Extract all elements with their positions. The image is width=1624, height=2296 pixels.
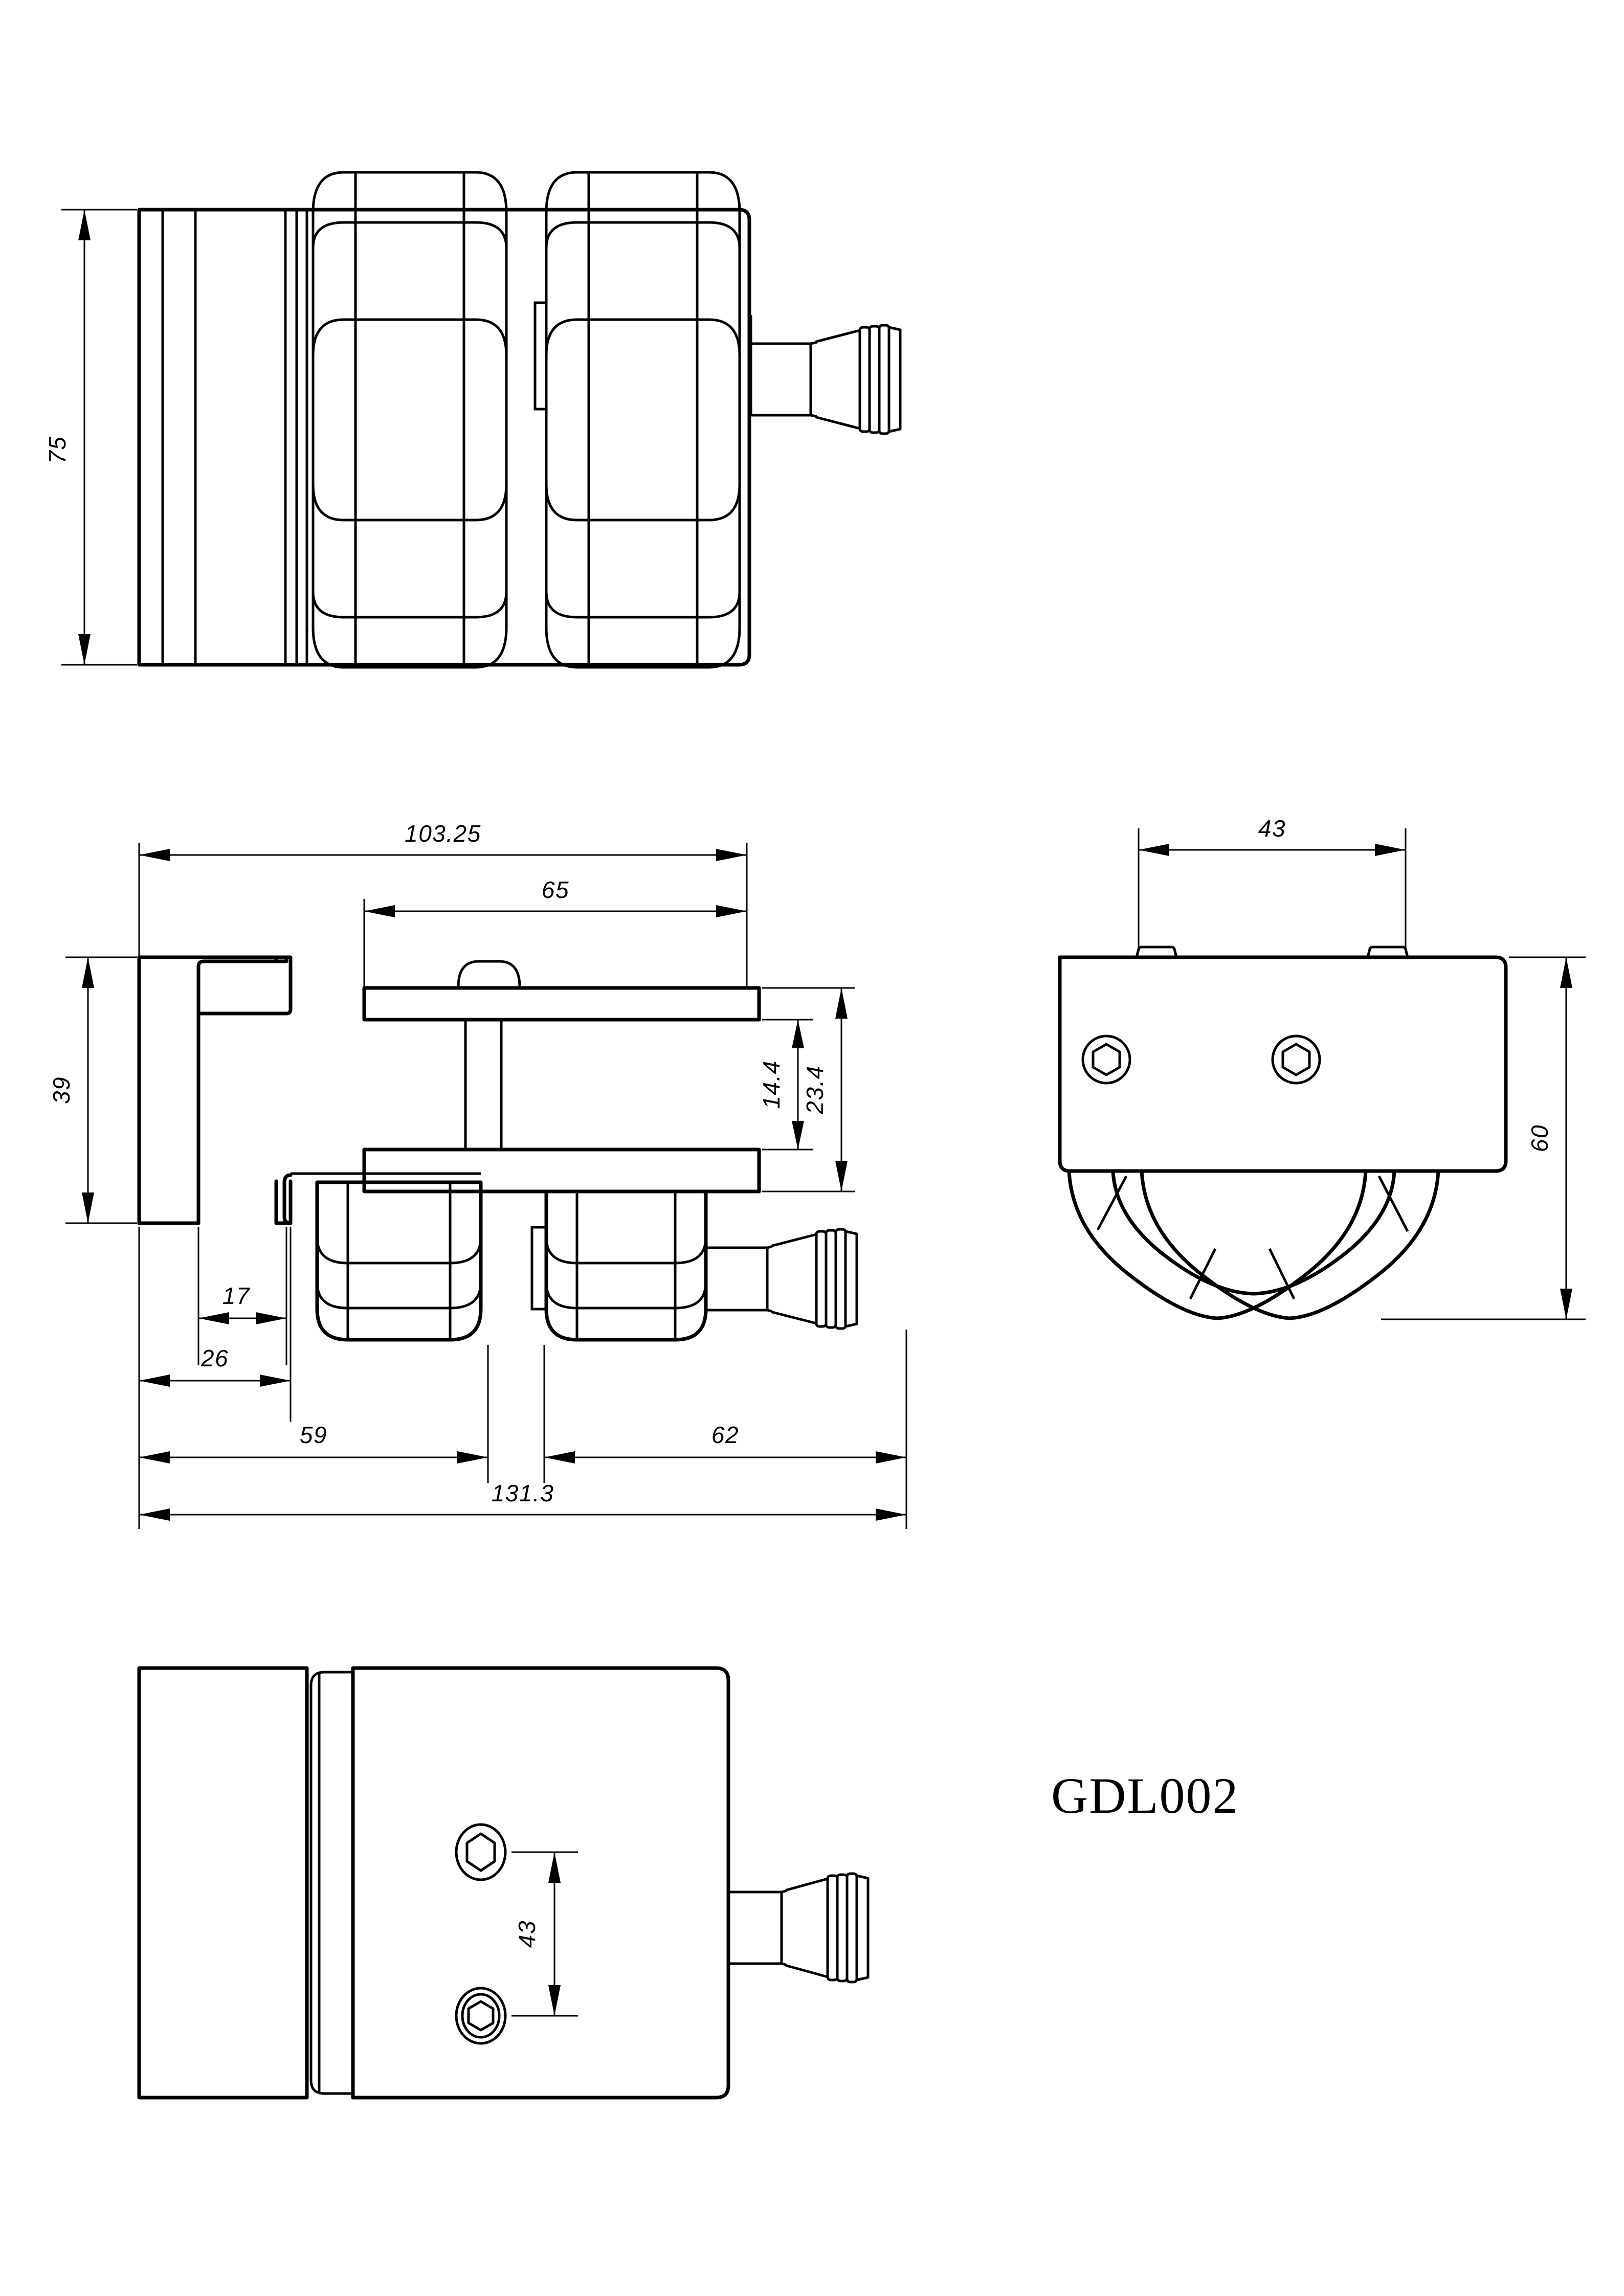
front-view: 103.25 65 39 14.4 bbox=[48, 820, 907, 1529]
dimension-26: 26 bbox=[138, 1227, 292, 1422]
dimension-75: 75 bbox=[44, 209, 137, 666]
dimension-14-4-label: 14.4 bbox=[758, 1060, 785, 1109]
side-view-screw-right bbox=[1271, 1034, 1321, 1085]
front-view-clamp-plates bbox=[362, 960, 761, 1194]
top-view-roller-left bbox=[312, 171, 508, 669]
part-number-label: GDL002 bbox=[1051, 1767, 1239, 1824]
side-view: 43 60 bbox=[1058, 815, 1586, 1320]
dimension-131-3: 131.3 bbox=[138, 1457, 907, 1529]
front-view-bracket-arm bbox=[282, 1172, 317, 1225]
front-view-c-bracket bbox=[137, 955, 293, 1225]
front-view-roller-left bbox=[315, 1172, 483, 1342]
dimension-43-side-label: 43 bbox=[1258, 815, 1286, 842]
dimension-60-label: 60 bbox=[1526, 1124, 1553, 1152]
front-view-roller-right bbox=[530, 1189, 708, 1342]
dimension-59-label: 59 bbox=[300, 1422, 327, 1448]
bottom-view-body bbox=[351, 1666, 730, 2100]
dimension-59: 59 bbox=[138, 1345, 489, 1483]
dimension-43-bottom: 43 bbox=[511, 1851, 578, 2017]
bottom-view-screw-lower bbox=[455, 1987, 507, 2045]
top-view: 75 bbox=[44, 171, 902, 669]
side-view-v-groove-roller bbox=[1067, 1169, 1440, 1320]
side-view-housing bbox=[1058, 955, 1508, 1173]
side-view-screw-left bbox=[1081, 1034, 1131, 1085]
dimension-39: 39 bbox=[48, 956, 137, 1224]
dimension-75-label: 75 bbox=[44, 436, 71, 464]
top-view-knurled-knob bbox=[749, 314, 902, 435]
dimension-131-3-label: 131.3 bbox=[492, 1480, 554, 1506]
dimension-26-label: 26 bbox=[201, 1345, 229, 1371]
dimension-103-25: 103.25 bbox=[138, 820, 748, 987]
dimension-23-4-label: 23.4 bbox=[802, 1065, 828, 1115]
bottom-view-left-plate bbox=[137, 1666, 309, 2100]
dimension-62-label: 62 bbox=[711, 1422, 739, 1448]
top-view-roller-right bbox=[533, 171, 741, 669]
dimension-62: 62 bbox=[543, 1330, 907, 1483]
dimension-17: 17 bbox=[197, 1227, 287, 1365]
dimension-23-4: 23.4 bbox=[762, 987, 855, 1192]
dimension-43-bottom-label: 43 bbox=[514, 1920, 540, 1948]
top-view-body-outline bbox=[137, 208, 751, 667]
dimension-103-25-label: 103.25 bbox=[405, 820, 481, 847]
bottom-view-knurled-knob bbox=[727, 1872, 870, 1984]
bottom-view: 43 bbox=[137, 1666, 870, 2100]
bottom-view-screw-upper bbox=[455, 1823, 507, 1881]
dimension-65-label: 65 bbox=[542, 876, 569, 903]
dimension-65: 65 bbox=[363, 876, 748, 987]
dimension-17-label: 17 bbox=[223, 1282, 250, 1309]
dimension-14-4: 14.4 bbox=[758, 1019, 813, 1151]
bottom-view-edge-strip bbox=[309, 1671, 354, 2095]
dimension-43-side: 43 bbox=[1138, 815, 1407, 951]
dimension-60: 60 bbox=[1381, 956, 1586, 1320]
front-view-knurled-knob bbox=[704, 1228, 858, 1330]
dimension-39-label: 39 bbox=[48, 1076, 75, 1104]
